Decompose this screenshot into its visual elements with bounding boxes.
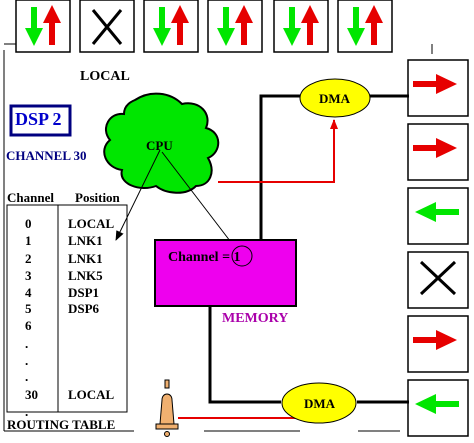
incoming-arrow-icon <box>217 7 235 46</box>
dma-top-label: DMA <box>319 91 351 106</box>
routing-table-channel-cell: 6 <box>25 318 32 333</box>
routing-table-channel-cell: 3 <box>25 268 32 283</box>
blocked-link-icon <box>91 9 123 45</box>
dma-bottom-label: DMA <box>304 396 336 411</box>
routing-table-channel-cell: 2 <box>25 251 32 266</box>
dma-bottom <box>281 382 357 424</box>
top-port-box <box>143 0 199 53</box>
routing-table-position-cell: DSP1 <box>68 285 100 300</box>
dsp-label-box <box>9 104 72 137</box>
routing-table-channel-cell: . <box>25 369 29 384</box>
outgoing-arrow-icon <box>413 74 457 94</box>
routing-table-position-cell: LNK1 <box>68 233 103 248</box>
incoming-arrow-icon <box>415 394 459 414</box>
right-port-box <box>407 187 469 245</box>
outgoing-arrow-icon <box>43 5 61 45</box>
top-port-box <box>273 0 329 53</box>
routing-table-channel-cell: 4 <box>25 285 32 300</box>
bell-icon <box>155 379 179 437</box>
memory-label: MEMORY <box>222 311 289 326</box>
cpu-label: CPU <box>146 138 173 153</box>
routing-table-channel-cell: . <box>25 353 29 368</box>
routing-table-channel-cell: 1 <box>25 233 32 248</box>
cpu-blob <box>103 92 220 194</box>
cpu-to-memory-pointer <box>161 151 241 255</box>
bus-memory-to-top-dma <box>259 94 300 240</box>
outgoing-arrow-icon <box>235 5 253 45</box>
blocked-link-icon <box>419 260 457 296</box>
routing-table-channel-cell: . <box>25 404 29 419</box>
routing-table-caption: ROUTING TABLE <box>7 417 116 432</box>
memory-content: Channel = 1 <box>168 250 241 265</box>
top-port-box <box>207 0 263 53</box>
dsp-label: DSP 2 <box>15 109 62 129</box>
channel-highlight-circle <box>231 245 253 267</box>
incoming-arrow-icon <box>153 7 171 46</box>
incoming-arrow-icon <box>415 202 459 222</box>
local-port-label: LOCAL <box>80 69 130 84</box>
routing-table-channel-cell: . <box>25 336 29 351</box>
dma-top <box>299 78 371 118</box>
cpu-to-dma-control <box>218 119 338 183</box>
incoming-arrow-icon <box>25 7 43 46</box>
routing-table-position-cell: LNK5 <box>68 268 103 283</box>
routing-table-position-cell: DSP6 <box>68 301 100 316</box>
top-port-box <box>337 0 393 53</box>
outgoing-arrow-icon <box>413 330 457 350</box>
outgoing-arrow-icon <box>365 5 383 45</box>
bus-memory-to-bottom-dma <box>208 305 281 404</box>
cpu-to-table-pointer <box>115 149 161 241</box>
right-link-ports <box>407 59 469 437</box>
memory-block <box>154 239 297 307</box>
incoming-arrow-icon <box>283 7 301 46</box>
routing-table-channel-cell: 0 <box>25 216 32 231</box>
outgoing-arrow-icon <box>171 5 189 45</box>
right-port-box <box>407 379 469 437</box>
routing-table-channel-cell: 5 <box>25 301 32 316</box>
incoming-arrow-icon <box>347 7 365 46</box>
outgoing-arrow-icon <box>413 138 457 158</box>
routing-table-position-cell: LOCAL <box>68 216 115 231</box>
routing-table-header-position: Position <box>75 190 120 205</box>
outgoing-arrow-icon <box>301 5 319 45</box>
channel-label: CHANNEL 30 <box>6 148 87 163</box>
top-port-box <box>15 0 71 53</box>
routing-table-header-channel: Channel <box>7 190 54 205</box>
routing-table-position-cell: LOCAL <box>68 387 115 402</box>
routing-table-position-cell: LNK1 <box>68 251 103 266</box>
routing-table-frame <box>6 204 128 413</box>
top-link-ports <box>15 0 393 53</box>
routing-table-channel-cell: 30 <box>25 387 38 402</box>
